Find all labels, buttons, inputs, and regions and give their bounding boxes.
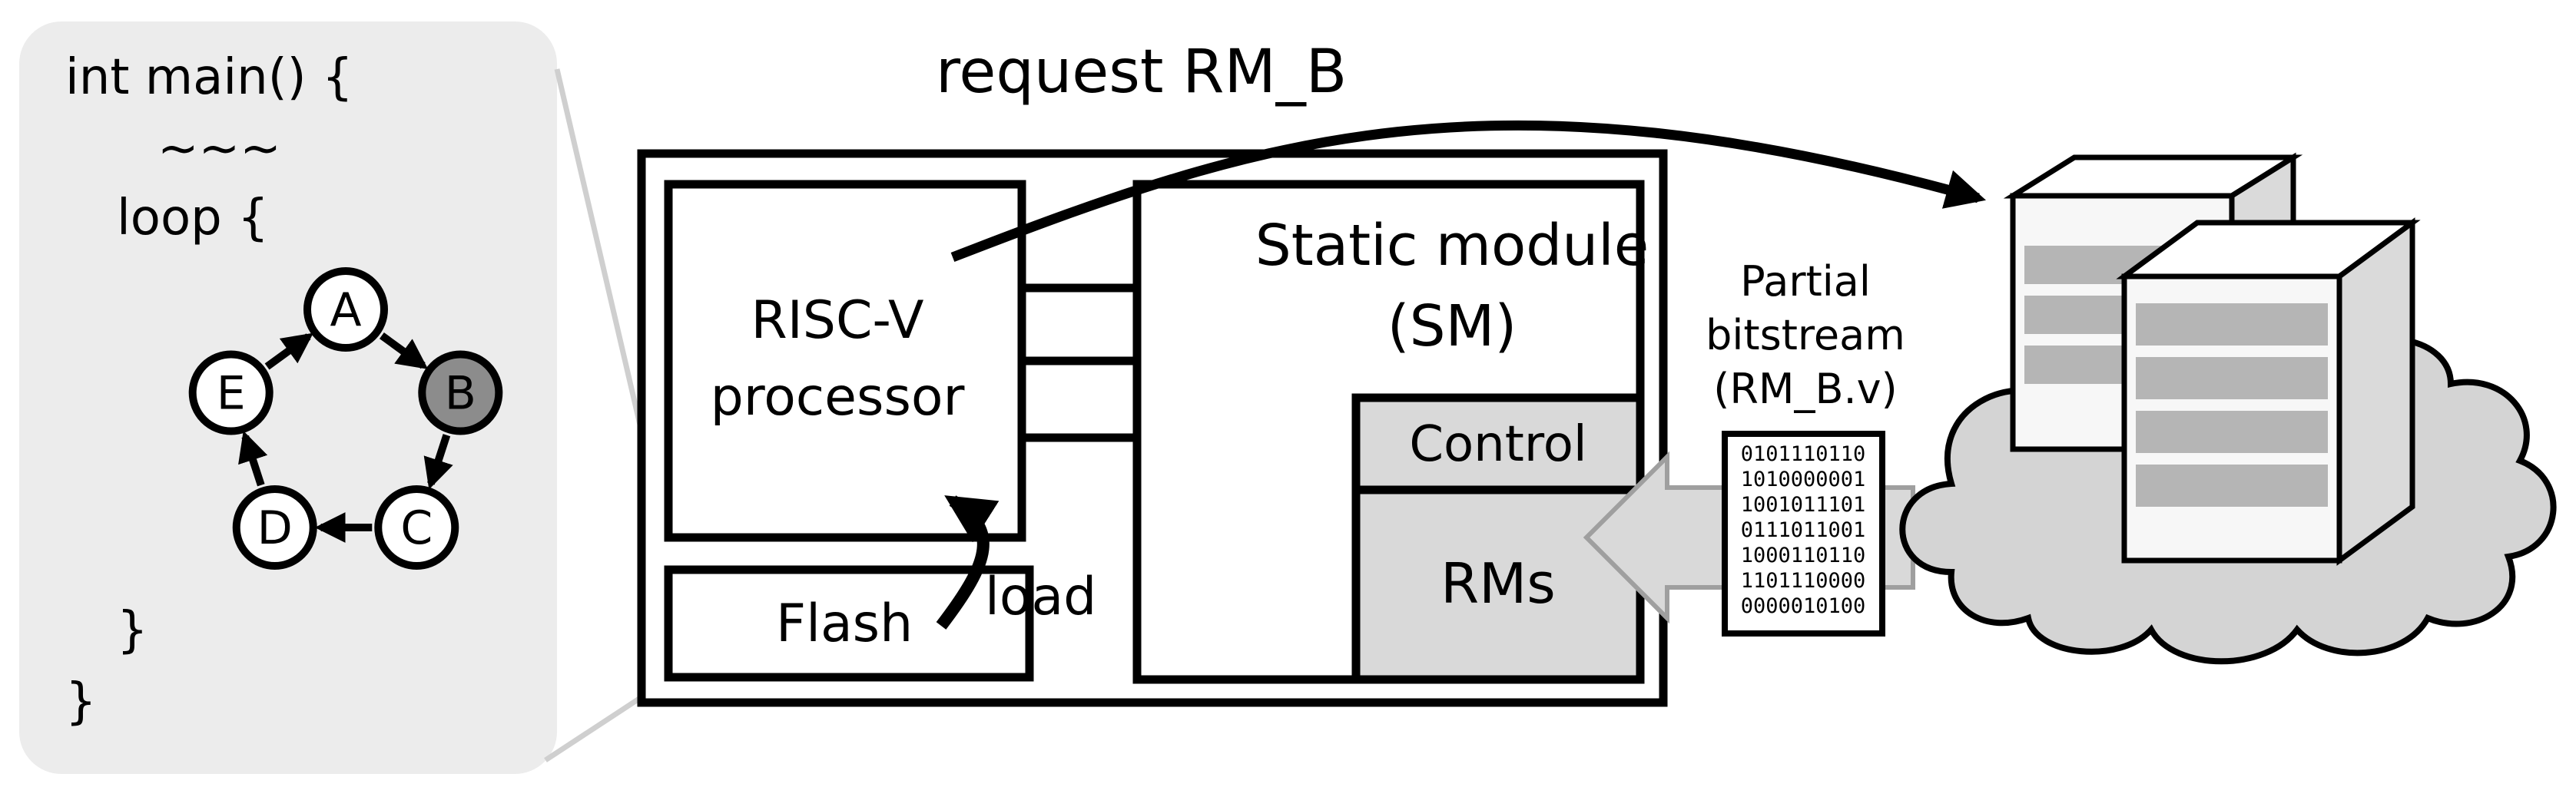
code-line-main: int main() { (65, 49, 353, 106)
code-panel-background (19, 21, 557, 774)
bitstream-document (1722, 431, 1885, 637)
riscv-label-line2: processor (711, 367, 965, 428)
load-arrow (936, 495, 1000, 630)
code-line-loop-close: } (117, 602, 148, 659)
control-box (1351, 393, 1645, 494)
load-label: load (985, 567, 1096, 627)
graph-edge-A-B (379, 332, 429, 369)
code-line-ellipsis: ~~~ (157, 121, 281, 177)
static-module-label-line1: Static module (1255, 213, 1649, 279)
server-front-slot-4 (2136, 465, 2328, 507)
riscv-label-line1: RISC-V (751, 290, 923, 351)
flash-label: Flash (776, 594, 913, 654)
request-label: request RM_B (936, 38, 1347, 107)
state-graph: A B C D E (188, 267, 503, 570)
bitstream-line: 1010000001 (1741, 468, 1866, 491)
rms-box (1351, 485, 1645, 684)
bitstream-line: 0000010100 (1741, 594, 1866, 618)
graph-node-E (188, 350, 274, 435)
bitstream-line: 1000110110 (1741, 544, 1866, 567)
code-line-loop: loop { (117, 190, 269, 246)
graph-edge-D-E (238, 430, 268, 487)
fpga-board: RISC-V processor Flash Static module (SM… (637, 149, 1668, 707)
code-panel: int main() { ~~~ loop { } } A B C D E (19, 21, 671, 774)
graph-node-label-C: C (400, 501, 433, 555)
rms-label: RMs (1441, 551, 1556, 616)
riscv-processor-box (664, 180, 1026, 542)
graph-node-B (418, 350, 503, 435)
server-front-slot-1 (2136, 303, 2328, 346)
bitstream-label-line3: (RM_B.v) (1713, 365, 1897, 413)
graph-edge-B-C (423, 434, 453, 490)
partial-bitstream: Partial bitstream (RM_B.v) 0101110110101… (1706, 257, 1905, 637)
graph-node-A (303, 267, 388, 352)
bitstream-line: 1101110000 (1741, 569, 1866, 593)
bitstream-bits: 0101110110101000000110010111010111011001… (1741, 442, 1866, 618)
bitstream-line: 0111011001 (1741, 518, 1866, 542)
bitstream-line: 0101110110 (1741, 442, 1866, 466)
graph-node-D (232, 485, 317, 570)
bitstream-label-line2: bitstream (1706, 311, 1905, 359)
server-front-slot-2 (2136, 357, 2328, 399)
graph-edge-E-A (264, 332, 313, 370)
static-module-label-line2: (SM) (1387, 293, 1517, 359)
graph-node-label-E: E (217, 366, 246, 420)
control-label: Control (1409, 416, 1586, 473)
request-arrow (950, 120, 1987, 263)
graph-node-label-B: B (445, 366, 476, 420)
graph-node-label-D: D (257, 501, 293, 555)
cloud-server (1899, 152, 2557, 665)
server-front-side (2336, 217, 2415, 566)
graph-node-C (374, 485, 459, 570)
graph-node-label-A: A (330, 283, 361, 337)
server-front-slot-3 (2136, 411, 2328, 453)
code-line-main-close: } (65, 673, 97, 730)
bitstream-label-line1: Partial (1740, 257, 1871, 306)
bitstream-line: 1001011101 (1741, 493, 1866, 517)
